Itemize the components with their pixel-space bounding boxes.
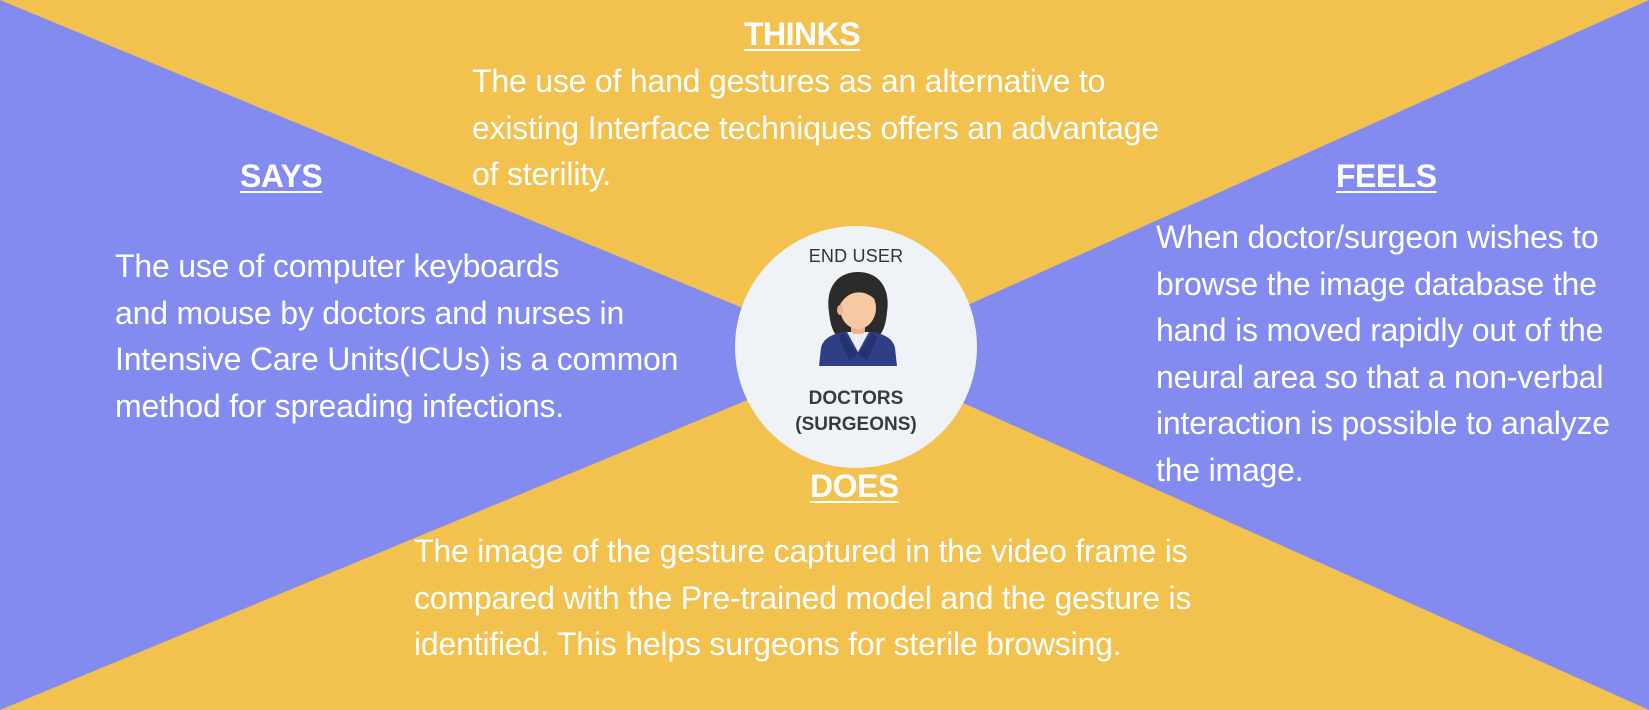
feels-line: interaction is possible to analyze xyxy=(1156,405,1610,441)
feels-line: browse the image database the xyxy=(1156,265,1597,302)
end-user-role: (SURGEONS) xyxy=(795,414,917,435)
end-user-circle: END USER DOCTORS (SURGEONS) xyxy=(735,226,977,468)
does-line: The image of the gesture captured in the… xyxy=(414,533,1188,569)
says-text: The use of computer keyboards and mouse … xyxy=(115,243,678,429)
says-line: The use of computer keyboards xyxy=(115,248,560,284)
feels-quadrant xyxy=(856,0,1649,710)
does-line: compared with the Pre-trained model and … xyxy=(414,579,1192,616)
does-heading: DOES xyxy=(810,468,899,504)
feels-heading: FEELS xyxy=(1336,158,1437,194)
thinks-heading: THINKS xyxy=(744,16,861,52)
says-line: method for spreading infections. xyxy=(115,387,564,424)
end-user-label: END USER xyxy=(808,246,904,266)
female-doctor-icon xyxy=(819,272,897,366)
does-line: identified. This helps surgeons for ster… xyxy=(414,626,1122,662)
thinks-line: existing Interface techniques offers an … xyxy=(472,109,1159,146)
thinks-text: The use of hand gestures as an alternati… xyxy=(472,58,1159,198)
says-line: Intensive Care Units(ICUs) is a common xyxy=(115,341,679,377)
feels-line: neural area so that a non-verbal xyxy=(1156,358,1604,395)
feels-text: When doctor/surgeon wishes to browse the… xyxy=(1156,214,1610,493)
end-user-role: DOCTORS xyxy=(808,388,904,409)
thinks-line: of sterility. xyxy=(472,156,612,192)
does-text: The image of the gesture captured in the… xyxy=(414,528,1191,668)
thinks-line: The use of hand gestures as an alternati… xyxy=(472,63,1106,99)
says-heading: SAYS xyxy=(240,158,323,194)
feels-line: When doctor/surgeon wishes to xyxy=(1156,219,1599,255)
says-quadrant xyxy=(0,0,856,710)
feels-line: hand is moved rapidly out of the xyxy=(1156,312,1604,348)
says-line: and mouse by doctors and nurses in xyxy=(115,294,625,331)
feels-line: the image. xyxy=(1156,451,1304,488)
